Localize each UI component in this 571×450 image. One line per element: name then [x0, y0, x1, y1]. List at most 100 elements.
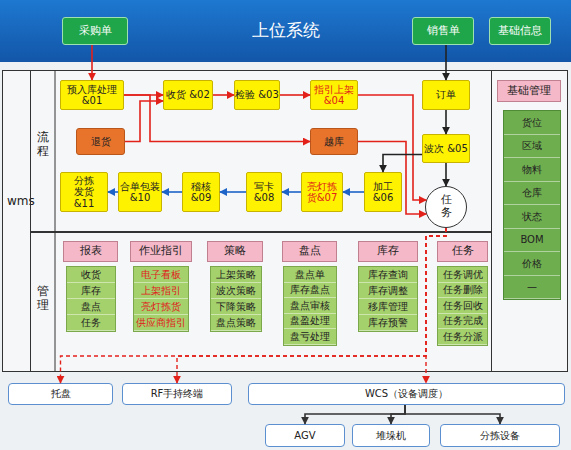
list-item: 亮灯拣货 — [134, 299, 188, 315]
node-label: 写卡 &08 — [247, 181, 281, 204]
flow-arrow — [124, 95, 310, 142]
module-list: 库存查询库存调整移库管理库存预警 — [358, 266, 418, 332]
node-label: 加工 &06 — [365, 181, 401, 204]
node-label: 任务 — [452, 245, 474, 258]
flow-arrow — [91, 45, 93, 80]
task-circle: 任 务 — [425, 186, 467, 228]
device-box: 分拣设备 — [440, 424, 560, 447]
node-label: 报表 — [80, 245, 102, 258]
node-label: 堆垛机 — [376, 430, 406, 442]
device-box: 堆垛机 — [352, 424, 430, 447]
node-label: 波次 &05 — [424, 143, 468, 155]
list-item: — — [504, 276, 560, 300]
list-item: 任务回收 — [438, 298, 487, 314]
node-label: 上位系统 — [252, 21, 320, 41]
flow-arrow — [280, 94, 310, 96]
process-box: 写卡 &08 — [246, 172, 282, 212]
module-header: 报表 — [63, 241, 118, 262]
node-label: WCS（设备调度） — [365, 388, 448, 400]
module-header: 盘点 — [282, 241, 337, 262]
node-label: 分拣设备 — [480, 430, 520, 442]
process-box: 稽核 &09 — [182, 172, 220, 212]
flow-arrow — [108, 191, 118, 193]
list-item: 仓库 — [504, 182, 560, 206]
flow-arrow — [125, 101, 163, 142]
list-item: 盘点 — [67, 299, 115, 315]
list-item: 盘盈处理 — [284, 314, 336, 330]
flow-arrow — [383, 155, 422, 173]
node-label: 退货 — [91, 136, 111, 148]
flow-arrow — [405, 405, 500, 424]
node-label: 任 务 — [439, 194, 453, 219]
flow-arrow — [358, 142, 426, 215]
module-header: 任务 — [437, 241, 488, 262]
module-list: 任务调优任务删除任务回收任务完成任务分派 — [437, 266, 488, 346]
list-item: 库存查询 — [359, 267, 417, 283]
flow-arrow — [61, 228, 447, 383]
process-box: 退货 — [76, 128, 125, 155]
device-box: RF手持终端 — [122, 383, 232, 405]
list-item: 任务 — [67, 315, 115, 331]
module-list: 货位区域物料仓库状态BOM价格— — [503, 110, 561, 300]
flow-arrow — [358, 95, 426, 200]
module-list: 上架策略波次策略下降策略盘点策略 — [210, 266, 262, 332]
system-band: 上位系统 采购单 销售单 基础信息 — [0, 0, 571, 62]
column-divider — [55, 70, 56, 372]
flow-arrow — [445, 163, 447, 186]
list-item: 移库管理 — [359, 299, 417, 315]
list-item: 盘亏处理 — [284, 329, 336, 345]
list-item: 任务删除 — [438, 283, 487, 299]
section-label: 管 理 — [36, 285, 50, 313]
process-box: 指引上架 &04 — [310, 80, 358, 110]
node-label: 销售单 — [427, 25, 460, 38]
node-label: 订单 — [436, 89, 456, 101]
flow-arrow — [445, 45, 447, 80]
device-box: WCS（设备调度） — [248, 383, 565, 405]
module-list: 电子看板上架指引亮灯拣货供应商指引 — [133, 266, 189, 332]
node-label: 越库 — [324, 136, 344, 148]
process-box: 越库 — [310, 128, 358, 155]
node-label: 收货 &02 — [166, 89, 210, 101]
list-item: 任务调优 — [438, 267, 487, 283]
list-item: 物料 — [504, 158, 560, 182]
node-label: 稽核 &09 — [183, 181, 219, 204]
source-button: 基础信息 — [489, 17, 551, 45]
process-box: 订单 — [422, 80, 470, 110]
node-label: 检验 &03 — [235, 89, 279, 101]
process-box: 加工 &06 — [364, 172, 402, 212]
process-box: 分拣 发货 &11 — [60, 172, 108, 212]
list-item: 任务分派 — [438, 329, 487, 345]
list-item: 下降策略 — [211, 299, 261, 315]
flow-arrow — [305, 405, 405, 424]
list-item: 上架策略 — [211, 267, 261, 283]
wms-frame: wms流 程预入库处理 &01收货 &02检验 &03指引上架 &04订单退货越… — [2, 70, 568, 372]
module-header: 库存 — [358, 241, 418, 262]
list-item: 货位 — [504, 111, 560, 135]
list-item: 电子看板 — [134, 267, 188, 283]
list-item: 库存 — [67, 283, 115, 299]
list-item: 盘点策略 — [211, 315, 261, 331]
list-item: 区域 — [504, 135, 560, 159]
node-label: 采购单 — [79, 25, 112, 38]
process-box: 检验 &03 — [234, 80, 280, 110]
list-item: 供应商指引 — [134, 315, 188, 331]
list-item: 价格 — [504, 252, 560, 276]
manage-region: 管 理报表收货库存盘点任务作业指引电子看板上架指引亮灯拣货供应商指引策略上架策略… — [30, 232, 492, 372]
flow-arrow — [220, 191, 246, 193]
node-label: 亮灯拣 货&07 — [302, 181, 342, 204]
module-header: 作业指引 — [130, 241, 192, 262]
flow-arrow — [124, 94, 163, 96]
device-box: 托盘 — [8, 383, 113, 405]
flow-arrow — [445, 110, 447, 134]
node-label: 策略 — [224, 245, 246, 258]
node-label: 库存 — [377, 245, 399, 258]
list-item: 收货 — [67, 267, 115, 283]
list-item: BOM — [504, 229, 560, 253]
process-box: 波次 &05 — [422, 134, 470, 163]
node-label: RF手持终端 — [151, 388, 204, 400]
module-header: 基础管理 — [497, 80, 561, 102]
list-item: 盘点审核 — [284, 298, 336, 314]
list-item: 库存调整 — [359, 283, 417, 299]
process-box: 亮灯拣 货&07 — [301, 172, 343, 212]
